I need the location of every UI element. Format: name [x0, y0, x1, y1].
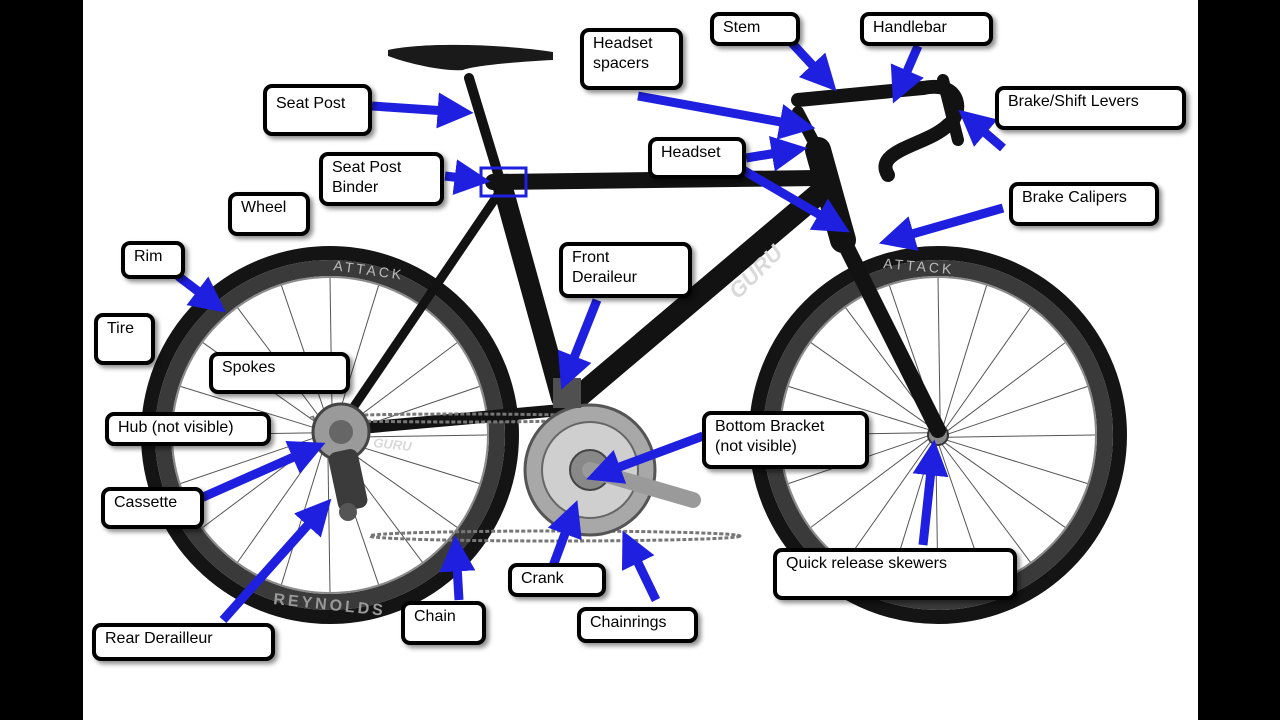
label-brake-shift-levers-text: Brake/Shift Levers — [1008, 93, 1139, 110]
arrow-cassette — [199, 441, 326, 503]
label-seat-post-binder-line2: Binder — [332, 179, 379, 196]
label-handlebar-text: Handlebar — [873, 19, 947, 36]
label-handlebar: Handlebar — [860, 12, 993, 46]
label-spokes: Spokes — [209, 352, 350, 394]
arrow-chain — [439, 535, 476, 601]
arrow-brake-shift-levers — [958, 109, 1006, 152]
label-rim-text: Rim — [134, 248, 163, 265]
arrow-seat-post-binder — [444, 159, 491, 196]
label-wheel: Wheel — [228, 192, 310, 236]
arrow-headset-top — [745, 136, 808, 172]
label-seat-post: Seat Post — [263, 84, 372, 136]
label-rear-derailleur: Rear Derailleur — [92, 623, 275, 661]
label-tire: Tire — [94, 313, 155, 365]
label-brake-calipers-text: Brake Calipers — [1022, 189, 1127, 206]
label-stem-text: Stem — [723, 19, 761, 36]
label-headset-spacers: Headset spacers — [580, 28, 683, 90]
label-crank: Crank — [508, 563, 606, 597]
diagram-slide: ATTACK REYNOLDS ATTACK GURU — [83, 0, 1198, 720]
label-cassette: Cassette — [101, 487, 204, 529]
label-crank-text: Crank — [521, 570, 564, 587]
label-headset: Headset — [648, 137, 746, 179]
label-seat-post-binder-line1: Seat Post — [332, 159, 402, 176]
label-quick-release-skewers: Quick release skewers — [773, 548, 1017, 600]
label-tire-text: Tire — [107, 320, 134, 337]
spoke — [180, 386, 323, 431]
label-front-derailleur-line1: Front — [572, 249, 610, 266]
arrow-handlebar — [890, 44, 924, 104]
spoke — [946, 386, 1088, 435]
label-headset-spacers-line2: spacers — [593, 55, 650, 72]
spoke — [788, 386, 931, 431]
spoke — [810, 342, 933, 429]
label-chainrings-text: Chainrings — [590, 614, 667, 631]
label-rim: Rim — [121, 241, 185, 279]
arrow-headset-bottom — [740, 166, 850, 233]
spoke — [942, 285, 987, 428]
label-bottom-bracket-line2: (not visible) — [715, 438, 797, 455]
arrow-brake-calipers — [878, 203, 1005, 251]
rim-brand-text-front: ATTACK — [883, 255, 955, 277]
spoke — [810, 437, 930, 528]
label-brake-shift-levers: Brake/Shift Levers — [995, 86, 1186, 130]
arrow-headset-spacers — [637, 91, 816, 140]
bicycle-diagram: ATTACK REYNOLDS ATTACK GURU — [141, 38, 1127, 624]
chainstay-brand-text: GURU — [373, 435, 413, 454]
pointer-arrows — [175, 38, 1006, 623]
label-bottom-bracket: Bottom Bracket (not visible) — [702, 411, 869, 469]
drivetrain — [309, 378, 742, 543]
spoke — [946, 434, 1096, 438]
label-hub: Hub (not visible) — [105, 412, 271, 446]
arrow-front-derailleur — [557, 298, 602, 390]
label-quick-release-skewers-text: Quick release skewers — [786, 555, 947, 572]
label-hub-text: Hub (not visible) — [118, 419, 234, 436]
label-front-derailleur-line2: Deraileur — [572, 269, 637, 286]
label-rear-derailleur-text: Rear Derailleur — [105, 630, 213, 647]
label-chain: Chain — [401, 601, 486, 645]
label-headset-text: Headset — [661, 144, 721, 161]
arrow-rim — [175, 272, 227, 313]
label-headset-spacers-line1: Headset — [593, 35, 653, 52]
spoke — [940, 443, 1031, 563]
spoke — [945, 439, 1088, 484]
spoke — [943, 441, 1066, 528]
spoke — [327, 443, 331, 593]
arrow-seat-post — [371, 92, 474, 129]
label-brake-calipers: Brake Calipers — [1009, 182, 1159, 226]
label-cassette-text: Cassette — [114, 494, 178, 511]
label-spokes-text: Spokes — [222, 359, 276, 376]
saddle — [388, 44, 553, 71]
arrow-bottom-bracket — [586, 431, 705, 484]
arrow-chainrings — [621, 530, 661, 602]
label-wheel-text: Wheel — [241, 199, 287, 216]
spoke — [946, 342, 1066, 433]
label-seat-post-text: Seat Post — [276, 95, 346, 112]
arrow-crank — [547, 500, 582, 568]
arrow-quick-release — [912, 439, 949, 546]
label-stem: Stem — [710, 12, 800, 46]
label-chain-text: Chain — [414, 608, 456, 625]
label-bottom-bracket-line1: Bottom Bracket — [715, 418, 825, 435]
label-chainrings: Chainrings — [577, 607, 698, 643]
arrow-rear-derailleur — [219, 498, 332, 623]
arrow-stem — [787, 38, 837, 92]
spoke — [937, 277, 941, 427]
spoke — [944, 307, 1031, 430]
